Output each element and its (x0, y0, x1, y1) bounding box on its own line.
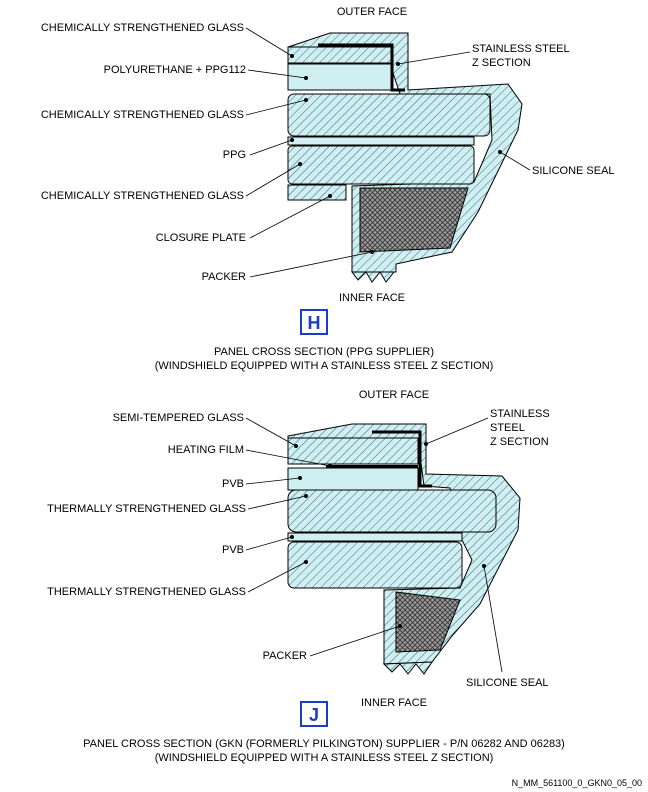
leader-polyurethane-h (247, 69, 307, 79)
label-packer-j: PACKER (263, 650, 307, 662)
leader-pvb-bottom-j (245, 536, 293, 551)
steel-z-h (318, 43, 405, 92)
caption-h-line1: PANEL CROSS SECTION (PPG SUPPLIER) (214, 346, 434, 358)
label-silicone-seal-j: SILICONE SEAL (466, 677, 549, 689)
label-steel-z-2-j: STEEL (490, 422, 525, 434)
leader-ppg-h (249, 139, 293, 156)
leader-heating-film-j (245, 449, 331, 467)
label-silicone-seal-h: SILICONE SEAL (532, 165, 615, 177)
label-packer-h: PACKER (202, 271, 246, 283)
label-steel-z-3-j: Z SECTION (490, 436, 549, 448)
leader-closure-plate-h (249, 195, 331, 239)
leader-pvb-top-j (245, 477, 301, 485)
label-steel-z-2-h: Z SECTION (472, 57, 531, 69)
leader-packer-h (249, 251, 373, 278)
glass-mid-h (287, 93, 491, 137)
leader-glass-top-h (245, 27, 293, 57)
leader-packer-j (309, 625, 401, 657)
leader-steel-z-j (425, 417, 489, 445)
label-ppg-h: PPG (223, 149, 246, 161)
section-h: OUTER FACE (41, 6, 615, 372)
badge-box-h (300, 309, 328, 335)
label-glass-top-h: CHEMICALLY STRENGTHENED GLASS (41, 22, 244, 34)
thermal-glass-bottom-j (287, 541, 463, 589)
label-glass-mid-h: CHEMICALLY STRENGTHENED GLASS (41, 109, 244, 121)
leader-glass-bottom-h (245, 163, 301, 197)
polyurethane-layer-h (287, 63, 393, 91)
label-glass-bottom-h: CHEMICALLY STRENGTHENED GLASS (41, 190, 244, 202)
packer-h (359, 187, 469, 253)
outer-face-label-h: OUTER FACE (337, 6, 407, 18)
seal-teeth-h (351, 271, 396, 283)
leader-glass-mid-h (245, 99, 307, 116)
label-steel-z-1-h: STAINLESS STEEL (472, 43, 570, 55)
leader-thermal-glass-bottom-j (247, 561, 307, 593)
caption-h-line2: (WINDSHIELD EQUIPPED WITH A STAINLESS ST… (155, 360, 494, 372)
section-j: OUTER FACE (47, 389, 565, 764)
inner-face-label-j: INNER FACE (361, 697, 427, 709)
semi-glass-j (287, 437, 419, 465)
leader-silicone-seal-j (483, 565, 503, 673)
leader-thermal-glass-top-j (247, 495, 307, 510)
label-pvb-bottom-j: PVB (222, 544, 244, 556)
label-thermal-glass-top-j: THERMALLY STRENGTHENED GLASS (47, 503, 246, 515)
label-pvb-top-j: PVB (222, 478, 244, 490)
leader-semi-glass-j (245, 417, 297, 447)
heating-film-j (326, 465, 418, 468)
label-closure-plate-h: CLOSURE PLATE (156, 232, 246, 244)
glass-top-h (287, 46, 393, 64)
badge-h: H (308, 313, 321, 333)
label-polyurethane-h: POLYURETHANE + PPG112 (104, 64, 246, 76)
ppg-layer-h (287, 136, 475, 146)
caption-j-line2: (WINDSHIELD EQUIPPED WITH A STAINLESS ST… (155, 752, 494, 764)
inner-face-label-h: INNER FACE (339, 292, 405, 304)
outer-face-label-j: OUTER FACE (359, 389, 429, 401)
glass-bottom-h (287, 145, 475, 185)
label-semi-glass-j: SEMI-TEMPERED GLASS (113, 412, 244, 424)
label-heating-film-j: HEATING FILM (168, 444, 244, 456)
label-steel-z-1-j: STAINLESS (490, 408, 550, 420)
thermal-glass-top-j (287, 489, 497, 533)
reference-code: N_MM_561100_0_GKN0_05_00 (512, 778, 642, 788)
pvb-bottom-j (287, 532, 463, 542)
packer-j (395, 591, 461, 653)
badge-j: J (309, 705, 319, 725)
pvb-top-j (287, 467, 419, 491)
badge-box-j (300, 701, 328, 727)
leader-silicone-seal-h (499, 151, 531, 171)
steel-z-j (372, 430, 432, 488)
seal-teeth-j (382, 661, 433, 675)
caption-j-line1: PANEL CROSS SECTION (GKN (FORMERLY PILKI… (83, 738, 565, 750)
closure-plate-h (287, 184, 347, 201)
leader-steel-z-h (397, 51, 471, 65)
label-thermal-glass-bottom-j: THERMALLY STRENGTHENED GLASS (47, 586, 246, 598)
